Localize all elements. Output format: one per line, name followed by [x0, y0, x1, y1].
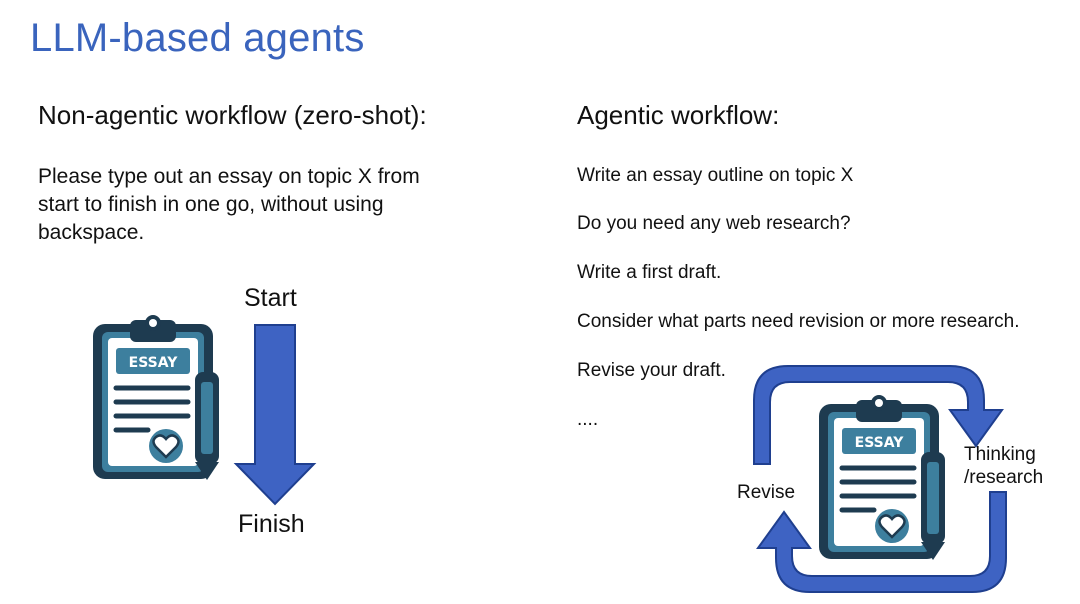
research-label: /research [964, 467, 1044, 488]
prompt-line-1: Please type out an essay on topic X from [38, 165, 420, 188]
prompt-line-3: backspace. [38, 221, 145, 244]
agentic-step-3: Write a first draft. [577, 262, 722, 283]
thinking-label: Thinking [964, 444, 1036, 465]
heart-icon [875, 509, 909, 543]
start-label: Start [244, 284, 297, 312]
agentic-heading: Agentic workflow: [577, 100, 780, 130]
cycle-arrows-icon [753, 365, 1007, 593]
clipboard-badge-text: ESSAY [855, 435, 905, 451]
revise-label: Revise [737, 482, 796, 503]
agentic-step-6: .... [577, 409, 599, 430]
thinking-research-label: Thinking /research [964, 443, 1043, 489]
pencil-icon [921, 452, 945, 560]
down-arrow-icon [233, 324, 317, 506]
non-agentic-prompt: Please type out an essay on topic X from… [38, 163, 420, 247]
clipboard-badge-text: ESSAY [129, 355, 179, 371]
heart-icon [149, 429, 183, 463]
agentic-step-4: Consider what parts need revision or mor… [577, 311, 1020, 332]
agentic-step-1: Write an essay outline on topic X [577, 165, 854, 186]
agentic-step-2: Do you need any web research? [577, 213, 851, 234]
finish-label: Finish [238, 510, 305, 538]
prompt-line-2: start to finish in one go, without using [38, 193, 384, 216]
clipboard-essay-icon: ESSAY [93, 315, 219, 480]
slide-title: LLM-based agents [30, 16, 365, 60]
non-agentic-heading: Non-agentic workflow (zero-shot): [38, 100, 427, 130]
agentic-step-5: Revise your draft. [577, 360, 726, 381]
pencil-icon [195, 372, 219, 480]
clipboard-essay-icon: ESSAY [819, 395, 945, 560]
